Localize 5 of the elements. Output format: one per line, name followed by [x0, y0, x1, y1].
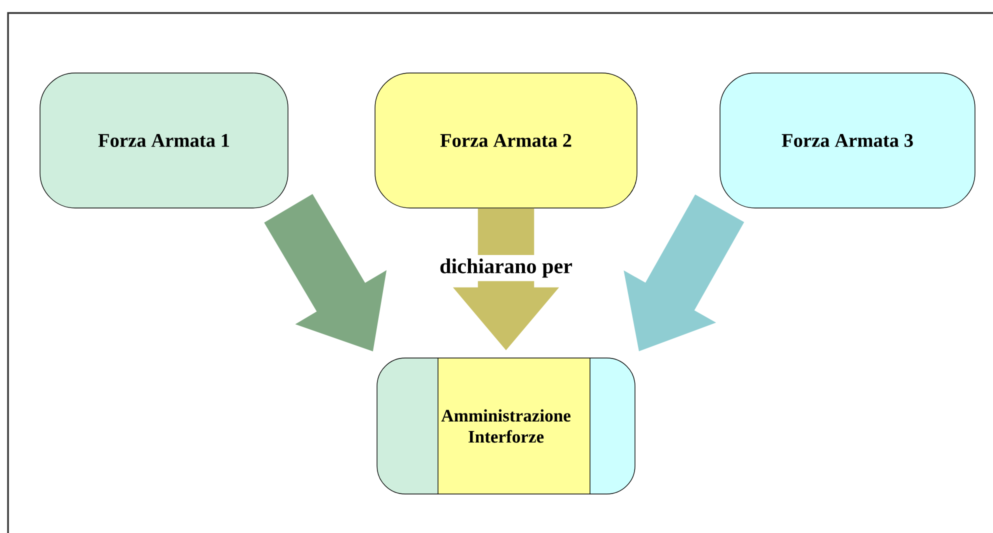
- process-box: Amministrazione Interforze: [376, 358, 636, 494]
- edge-label: dichiarano per: [436, 254, 576, 282]
- process-box: Forza Armata 3: [720, 72, 976, 208]
- process-box: Forza Armata 2: [374, 72, 638, 208]
- process-box: Forza Armata 1: [40, 72, 288, 208]
